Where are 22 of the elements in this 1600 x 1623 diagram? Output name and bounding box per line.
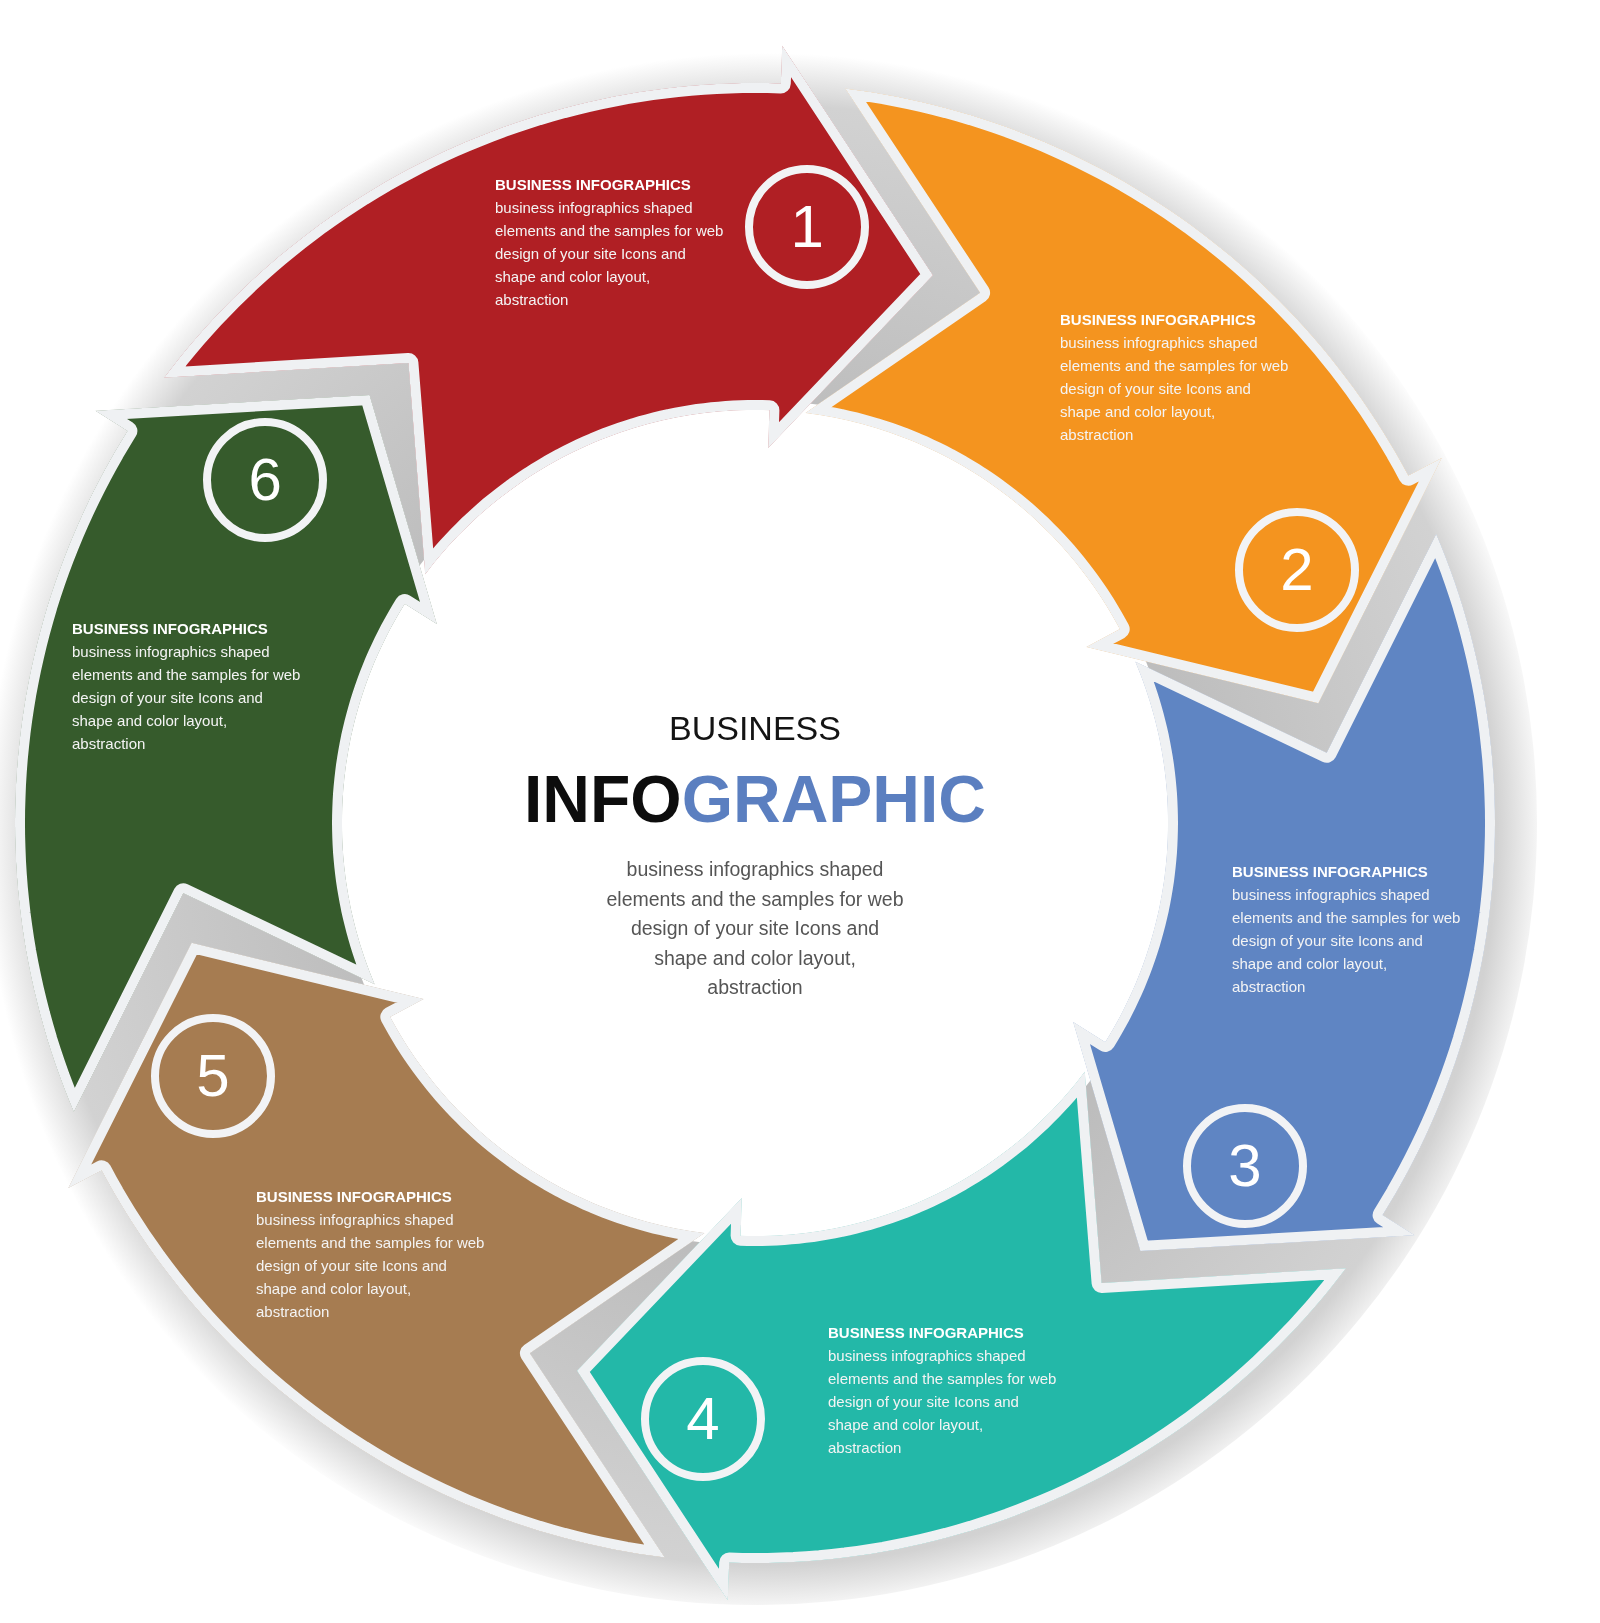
step-number: 2 <box>1234 508 1359 633</box>
step-number: 4 <box>640 1356 765 1481</box>
step-description: business infographics shaped elements and the samples for web design of your site Icons and shape and color layout, abstraction <box>1232 885 1462 997</box>
ring-segment <box>1073 533 1495 1252</box>
step-description: business infographics shaped elements and the samples for web design of your site Icons and shape and color layout, abstraction <box>495 198 725 310</box>
step-heading: BUSINESS INFOGRAPHICS <box>1232 862 1428 882</box>
step-heading: BUSINESS INFOGRAPHICS <box>1060 310 1256 330</box>
step-description: business infographics shaped elements and the samples for web design of your site Icons and shape and color layout, abstraction <box>828 1346 1058 1458</box>
step-number: 6 <box>203 418 328 542</box>
step-heading: BUSINESS INFOGRAPHICS <box>256 1187 452 1207</box>
step-description: business infographics shaped elements and the samples for web design of your site Icons and shape and color layout, abstraction <box>1060 333 1290 445</box>
step-heading: BUSINESS INFOGRAPHICS <box>828 1323 1024 1343</box>
step-description: business infographics shaped elements and the samples for web design of your site Icons and shape and color layout, abstraction <box>72 642 302 754</box>
step-number: 1 <box>745 165 870 290</box>
ring-segment <box>577 1071 1346 1601</box>
ring-segment <box>15 394 437 1113</box>
step-number: 5 <box>151 1013 275 1138</box>
step-description: business infographics shaped elements and the samples for web design of your site Icons and shape and color layout, abstraction <box>256 1210 486 1322</box>
center-description: business infographics shaped elements and the samples for web design of your site Icons and shape and color layout, abstraction <box>605 857 905 1000</box>
step-heading: BUSINESS INFOGRAPHICS <box>495 175 691 195</box>
step-number: 3 <box>1182 1104 1307 1228</box>
step-heading: BUSINESS INFOGRAPHICS <box>72 619 268 639</box>
